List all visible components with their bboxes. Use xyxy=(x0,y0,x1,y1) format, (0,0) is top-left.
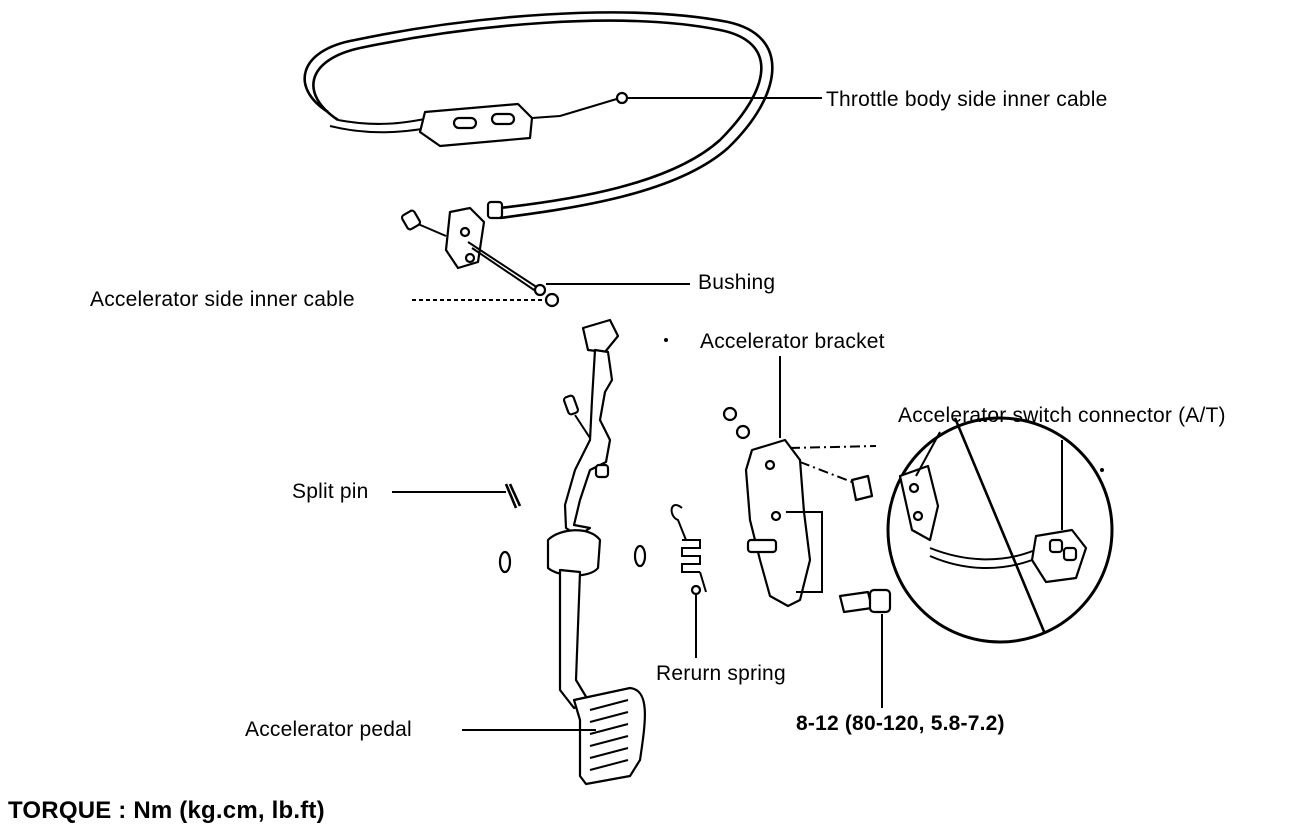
accelerator-cable-label: Accelerator side inner cable xyxy=(90,288,355,311)
accelerator-bracket-label: Accelerator bracket xyxy=(700,330,885,353)
throttle-inner-cable xyxy=(559,91,822,117)
return-spring xyxy=(670,504,707,658)
accelerator-pedal-label: Accelerator pedal xyxy=(245,718,412,741)
accelerator-pedal xyxy=(462,318,646,786)
split-pin-label: Split pin xyxy=(292,480,369,503)
bushing-label: Bushing xyxy=(698,271,776,294)
accelerator-inner-cable xyxy=(400,200,690,308)
switch-connector-detail xyxy=(886,416,1114,644)
cable-bracket xyxy=(418,102,561,148)
throttle-cable-label: Throttle body side inner cable xyxy=(826,88,1108,111)
torque-value-label: 8-12 (80-120, 5.8-7.2) xyxy=(796,712,1005,735)
throttle-cable xyxy=(303,11,774,220)
switch-connector-label: Accelerator switch connector (A/T) xyxy=(898,404,1226,427)
pedal-bushings xyxy=(498,544,647,574)
torque-units-caption: TORQUE : Nm (kg.cm, lb.ft) xyxy=(8,797,325,824)
accelerator-bracket xyxy=(722,356,892,708)
split-pin xyxy=(392,483,522,509)
return-spring-label: Rerurn spring xyxy=(656,662,786,685)
